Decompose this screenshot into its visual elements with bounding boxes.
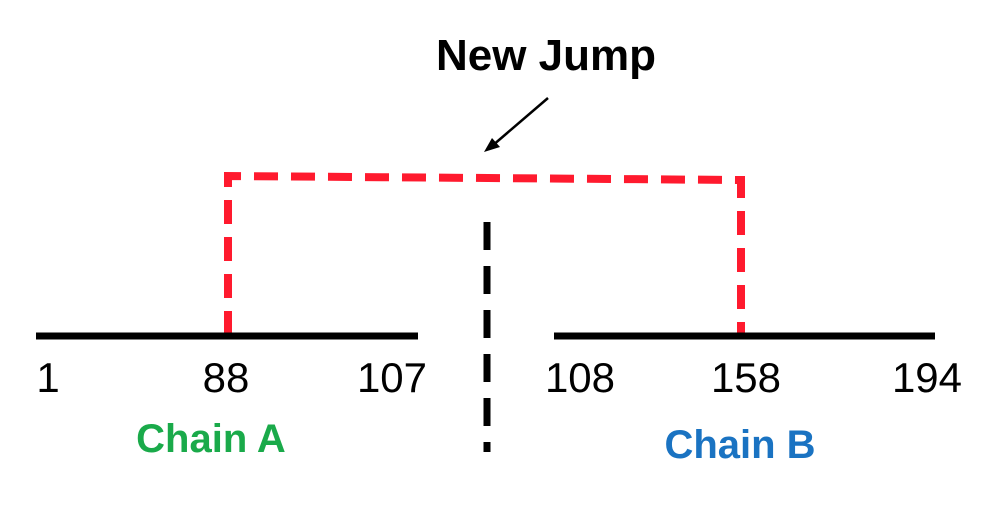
chain-b-jump-label: 158	[711, 354, 781, 401]
chain-a-start-label: 1	[36, 354, 59, 401]
chain-a-jump-label: 88	[203, 354, 250, 401]
chain-b-end-label: 194	[892, 354, 962, 401]
chain-b-start-label: 108	[545, 354, 615, 401]
new-jump-label: New Jump	[436, 31, 656, 80]
chain-a-end-label: 107	[357, 354, 427, 401]
chain-a-name: Chain A	[136, 417, 286, 461]
chain-b-name: Chain B	[664, 423, 815, 467]
annotation-arrow	[484, 97, 549, 152]
jump-path	[224, 171, 745, 335]
